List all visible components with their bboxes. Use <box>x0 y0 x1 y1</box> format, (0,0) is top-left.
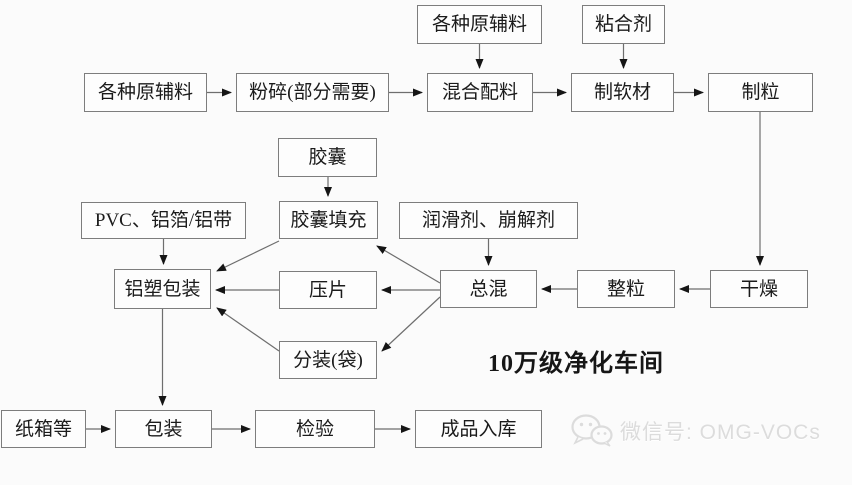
cleanroom-grade-title: 10万级净化车间 <box>488 351 664 377</box>
node-pvc-foil: PVC、铝箔/铝带 <box>81 202 246 239</box>
node-soft-material: 制软材 <box>571 73 674 112</box>
wechat-icon <box>571 414 613 447</box>
node-crushing: 粉碎(部分需要) <box>236 73 389 112</box>
node-capsule: 胶囊 <box>278 138 377 177</box>
node-finished-warehouse: 成品入库 <box>415 410 542 448</box>
node-blister-packaging: 铝塑包装 <box>114 269 211 309</box>
node-sizing: 整粒 <box>577 270 675 308</box>
node-tablet-pressing: 压片 <box>279 271 377 309</box>
node-sachet-packing: 分装(袋) <box>279 341 377 379</box>
node-drying: 干燥 <box>710 270 808 308</box>
node-raw-materials-top: 各种原辅料 <box>417 5 542 44</box>
node-raw-materials-left: 各种原辅料 <box>84 73 207 112</box>
node-capsule-filling: 胶囊填充 <box>279 201 378 239</box>
watermark-label: 微信号: OMG-VOCs <box>620 421 821 444</box>
node-inspection: 检验 <box>255 410 375 448</box>
watermark: 微信号: OMG-VOCs <box>570 412 821 450</box>
node-total-mixing: 总混 <box>440 270 537 308</box>
node-carton: 纸箱等 <box>1 410 86 448</box>
node-lubricant-disintegrant: 润滑剂、崩解剂 <box>399 202 578 239</box>
node-granulation: 制粒 <box>708 73 813 112</box>
node-packing: 包装 <box>115 410 212 448</box>
node-binder: 粘合剂 <box>582 5 665 44</box>
node-mixing-ingredients: 混合配料 <box>427 73 533 112</box>
